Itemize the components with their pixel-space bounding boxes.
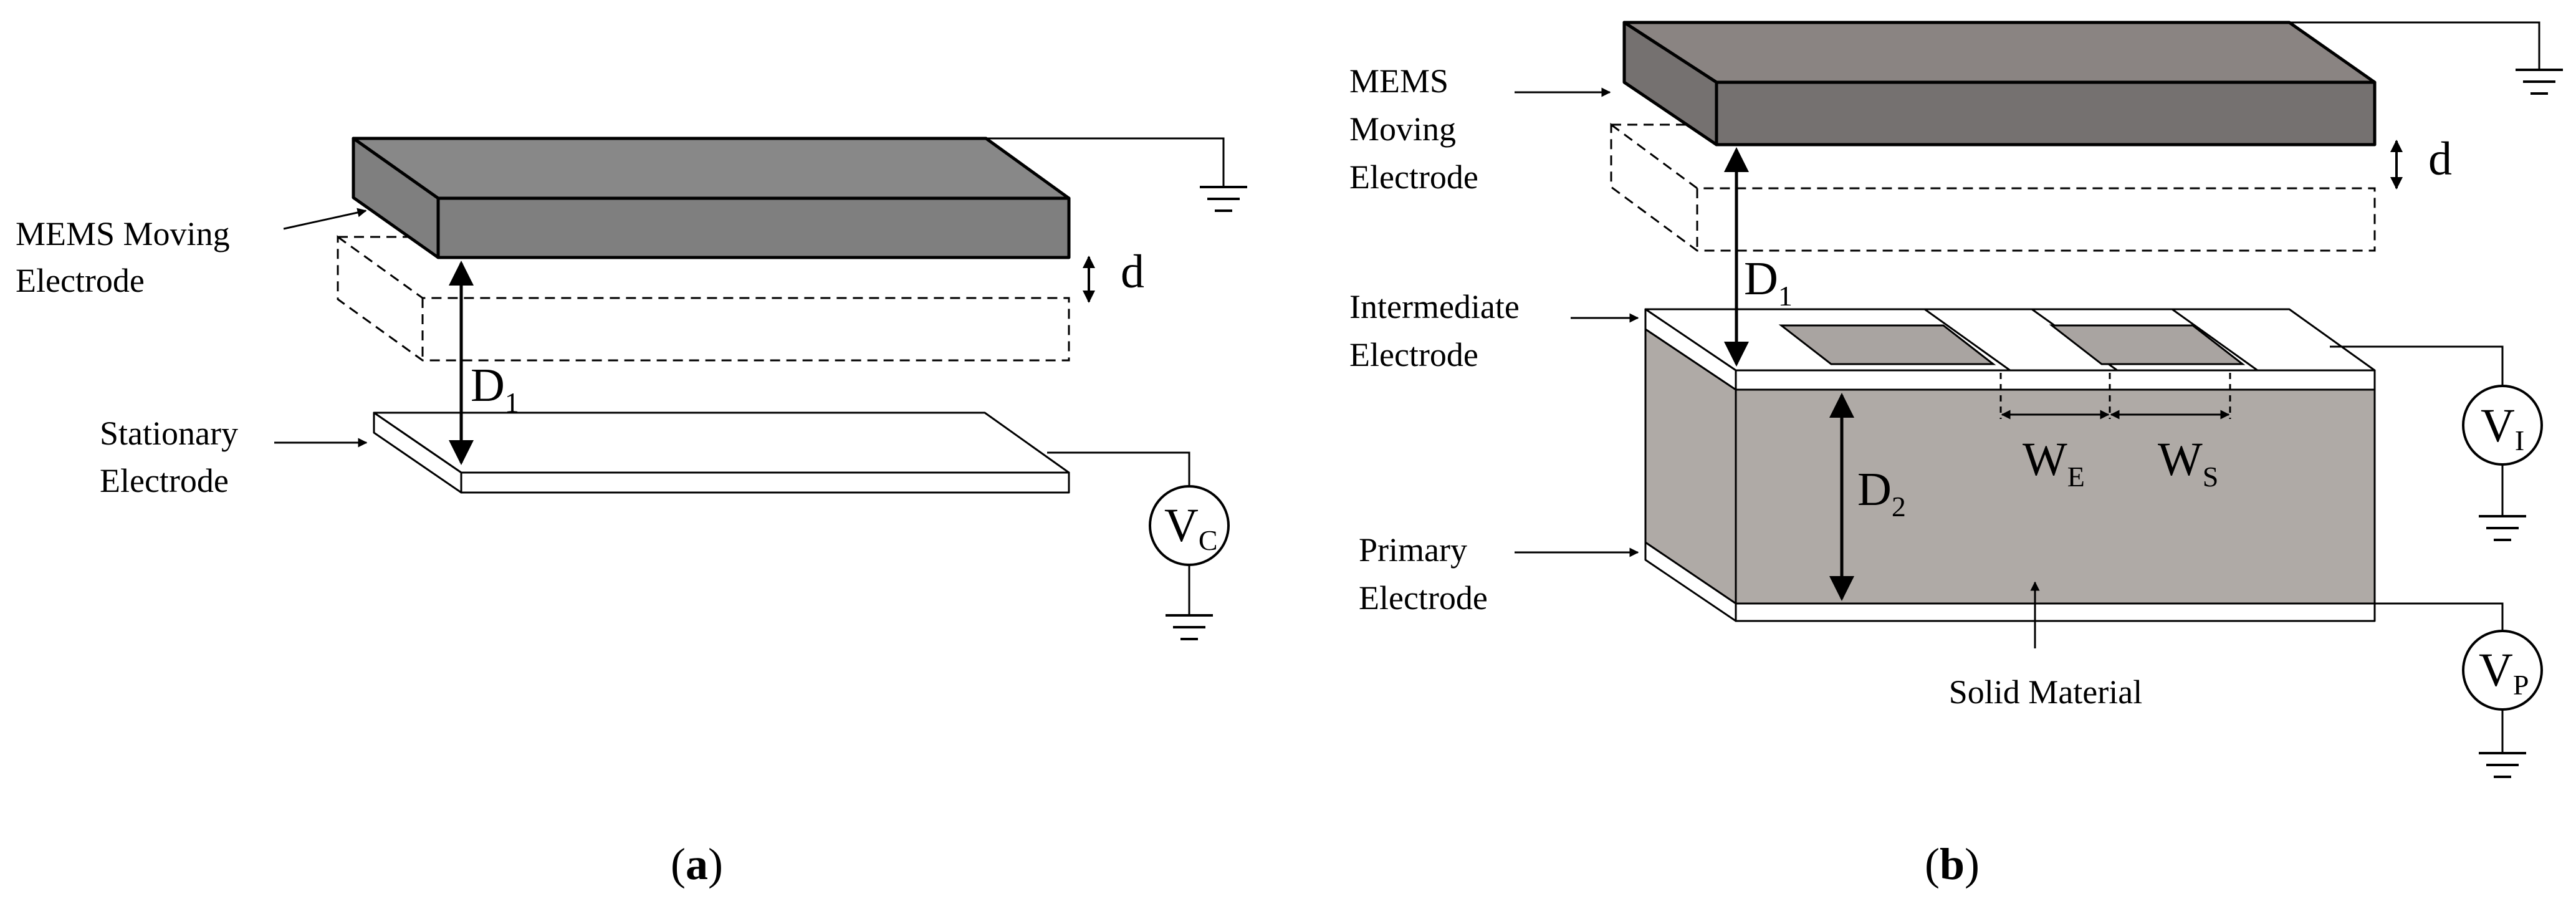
ground-icon <box>2516 69 2563 95</box>
stationary-electrode-a <box>373 411 1070 494</box>
moving-electrode-front-a <box>436 196 1071 259</box>
vc-label: VC <box>1164 499 1218 556</box>
primary-electrode-label-2: Electrode <box>1359 579 1488 617</box>
solid-material-block <box>1644 328 2376 605</box>
moving-electrode-top-b <box>1622 21 2377 84</box>
vi-wire <box>2330 345 2504 385</box>
intermediate-electrode-label-2: Electrode <box>1349 336 1478 373</box>
electrode-pad-1 <box>1778 324 1996 365</box>
moving-electrode-front-b <box>1715 80 2377 147</box>
moving-electrode-label-b-2: Moving <box>1349 110 1456 148</box>
stationary-electrode-label-a-2: Electrode <box>100 462 229 499</box>
vi-label: VI <box>2481 400 2524 456</box>
displacement-label-a: d <box>1121 246 1144 298</box>
stationary-electrode-label-a: Stationary <box>100 415 238 452</box>
moving-electrode-label-a: MEMS Moving <box>16 215 230 252</box>
gap-d1-label-b: D1 <box>1744 252 1793 312</box>
ground-wire-b-top <box>2289 21 2540 69</box>
ws-label: WS <box>2158 433 2218 493</box>
ground-icon <box>1200 186 1247 212</box>
gap-d2-label-b: D2 <box>1857 463 1906 522</box>
intermediate-electrode <box>1644 308 2376 391</box>
panel-a: D1 d MEMS Moving Electrode Stationary El… <box>16 137 1247 889</box>
moving-electrode-label-b-3: Electrode <box>1349 158 1478 196</box>
caption-b: (b) <box>1925 839 1980 889</box>
vc-wire <box>1047 451 1190 486</box>
ground-icon <box>2479 752 2526 778</box>
width-dimensions <box>1999 373 2231 420</box>
intermediate-electrode-label: Intermediate <box>1349 288 1520 325</box>
primary-electrode <box>1644 541 2376 622</box>
ground-wire-a-top <box>986 137 1225 186</box>
electrode-pad-2 <box>2049 324 2246 365</box>
ground-icon <box>2479 515 2526 541</box>
ground-icon <box>1166 614 1213 640</box>
mems-moving-electrode-b <box>1622 21 2377 147</box>
primary-electrode-label: Primary <box>1359 531 1467 569</box>
solid-material-label: Solid Material <box>1949 673 2142 711</box>
moving-pointer-a <box>283 208 367 230</box>
moving-electrode-label-a-2: Electrode <box>16 262 145 299</box>
vp-label: VP <box>2479 644 2529 701</box>
mems-moving-electrode-a <box>352 137 1071 259</box>
electrode-pads <box>1778 324 2246 365</box>
displacement-label-b: d <box>2428 133 2452 185</box>
moving-electrode-label-b: MEMS <box>1349 62 1448 100</box>
vp-wire <box>2375 602 2504 631</box>
displaced-electrode-outline-b <box>1610 123 2376 252</box>
panel-b: WE WS D1 D2 d MEMS Moving Electrode Inte… <box>1349 21 2563 889</box>
caption-a: (a) <box>671 839 723 889</box>
solid-material-front <box>1735 388 2376 605</box>
moving-electrode-top-a <box>352 137 1071 200</box>
we-label: WE <box>2023 433 2085 493</box>
gap-d1-label-a: D1 <box>471 359 519 418</box>
